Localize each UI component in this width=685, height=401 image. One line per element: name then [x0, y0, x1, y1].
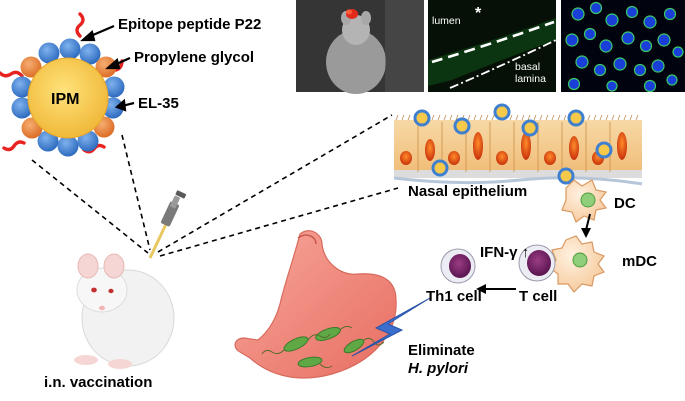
mature-dendritic-cell — [549, 235, 605, 293]
micrograph-basal-label: basal — [515, 61, 541, 73]
particle-to-pipette-lines — [31, 134, 151, 254]
ipm-core — [27, 57, 109, 139]
lightning-bolt — [351, 297, 431, 357]
micrograph-asterisk: * — [475, 5, 482, 22]
arrow-tcell-to-th1 — [476, 284, 516, 294]
mouse — [74, 253, 175, 369]
micrograph-cells — [561, 0, 685, 93]
arrow-dc-to-mdc — [581, 213, 591, 238]
label-nasal-epithelium: Nasal epithelium — [408, 183, 528, 200]
shell-beads — [11, 38, 125, 157]
pipette — [148, 190, 187, 259]
pipette-to-epithelium-lines — [157, 114, 399, 257]
label-h-pylori: H. pylori — [408, 360, 469, 377]
label-t-cell: T cell — [519, 288, 558, 305]
nasal-epithelium — [393, 103, 643, 186]
th1-cell — [440, 248, 476, 284]
micrograph-lamina-label: lamina — [515, 73, 546, 85]
stomach — [234, 230, 397, 379]
dendritic-cell — [561, 179, 608, 223]
label-in-vaccination: i.n. vaccination — [44, 374, 153, 391]
micrograph-tissue — [428, 0, 557, 92]
label-ifn-gamma: IFN-γ ↑ — [480, 244, 530, 261]
label-epitope-peptide: Epitope peptide P22 — [118, 16, 262, 33]
label-propylene-glycol: Propylene glycol — [134, 49, 255, 66]
t-cell — [518, 244, 556, 282]
micrograph-imaging — [296, 0, 424, 94]
label-th1-cell: Th1 cell — [426, 288, 482, 305]
label-mdc: mDC — [622, 253, 658, 270]
mini-particles — [413, 103, 613, 185]
label-eliminate: Eliminate — [408, 342, 475, 359]
micrograph-lumen-label: lumen — [432, 15, 461, 27]
label-dc: DC — [614, 195, 636, 212]
label-el35: EL-35 — [138, 95, 179, 112]
label-pointers — [80, 24, 135, 112]
ipm-nanoparticle — [0, 12, 125, 157]
label-ipm: IPM — [51, 91, 80, 108]
